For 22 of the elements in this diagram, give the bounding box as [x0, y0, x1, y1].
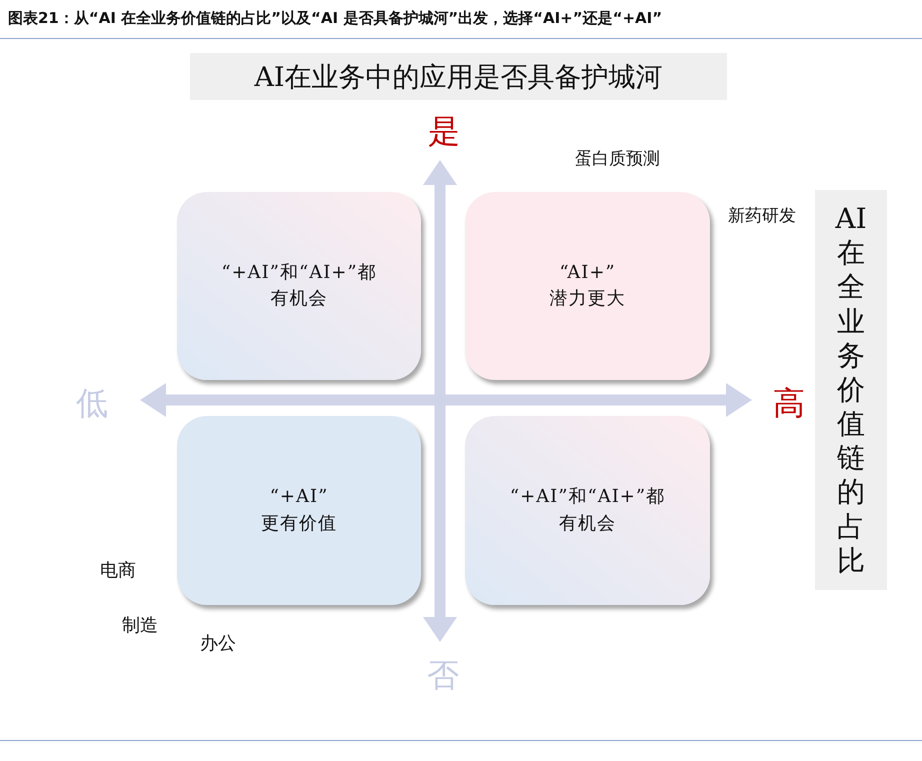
band-heading: AI在业务中的应用是否具备护城河 [254, 60, 663, 94]
quadrant-text: 更有价值 [261, 512, 337, 536]
quadrant-box [465, 416, 710, 605]
quadrant-heading: “AI+” [559, 260, 616, 285]
sector-label: 电商 [100, 559, 136, 582]
sector-label: 蛋白质预测 [575, 148, 660, 170]
sector-label: 制造 [122, 614, 158, 637]
quadrant-heading: “+AI” [270, 485, 328, 510]
axis-label: 高 [773, 383, 805, 424]
axis-label: 是 [428, 111, 460, 152]
sector-label: 办公 [200, 632, 236, 655]
sector-label: 新药研发 [728, 205, 796, 227]
figure-title: 图表21：从“AI 在全业务价值链的占比”以及“AI 是否具备护城河”出发，选择“AI+”还是“+AI” [8, 9, 662, 28]
quadrant-box [465, 192, 710, 380]
quadrant-text: 潜力更大 [550, 287, 626, 311]
quadrant-box [177, 416, 421, 605]
axis-label: 低 [76, 383, 108, 424]
axis-label: 否 [427, 655, 459, 696]
quadrant-box [177, 192, 421, 380]
quadrant-text: “+AI”和“AI+”都有机会 [220, 260, 378, 311]
quadrant-text: “+AI”和“AI+”都有机会 [508, 485, 666, 536]
band-heading: AI在全业务价值链的占比 [834, 202, 868, 578]
